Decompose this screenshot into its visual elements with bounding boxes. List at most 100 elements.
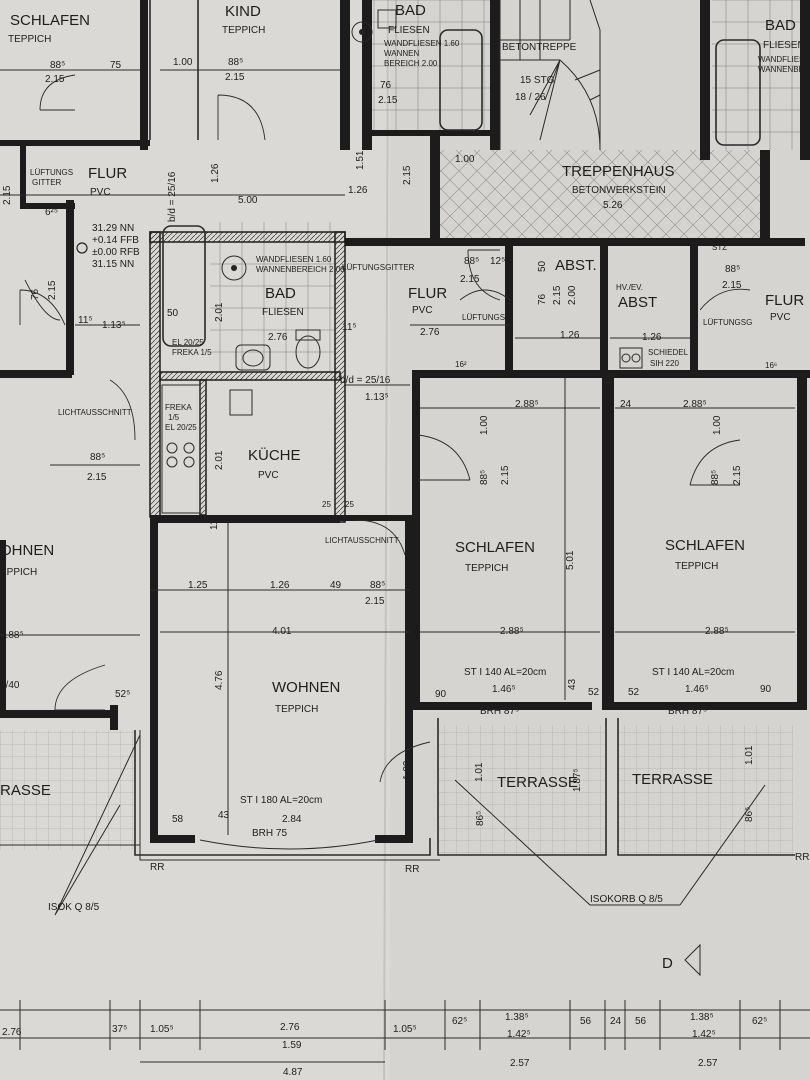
dim: 43 bbox=[218, 810, 230, 821]
dim: 58 bbox=[172, 814, 184, 825]
room-bad-top-floor: FLIESEN bbox=[388, 25, 430, 36]
dim: 1.46⁵ bbox=[492, 684, 516, 695]
dim: 6²⁵ bbox=[45, 207, 58, 218]
paper-fold bbox=[383, 0, 389, 1080]
dim-bottom: 62⁵ bbox=[752, 1016, 767, 1027]
dim: 88⁵ bbox=[370, 580, 385, 591]
room-flur-right-floor: PVC bbox=[770, 312, 791, 323]
dim: 4.01 bbox=[272, 626, 292, 637]
dim: 2.01 bbox=[214, 450, 225, 470]
room-bad-right-top-floor: FLIESEN bbox=[763, 40, 805, 51]
dim: 2.76 bbox=[268, 332, 288, 343]
dim: 1.51 bbox=[355, 150, 366, 170]
treppenhaus-floor bbox=[440, 150, 760, 240]
label-lueftung-2: LÜFTUNGSGITTER bbox=[342, 263, 415, 272]
room-bad-mid-note2: WANNENBEREICH 2.00 bbox=[256, 265, 345, 274]
label-schiedel: SCHIEDEL bbox=[648, 348, 689, 357]
dim: 16² bbox=[455, 360, 467, 369]
dim: 2.15 bbox=[722, 280, 742, 291]
dim: 2.88⁵ bbox=[683, 399, 707, 410]
label-st-schlafen-mid: ST I 140 AL=20cm bbox=[464, 667, 546, 678]
level-marker bbox=[76, 242, 88, 254]
room-schlafen-mid-floor: TEPPICH bbox=[465, 563, 508, 574]
dim: 2.15 bbox=[500, 465, 511, 485]
dim: 52 bbox=[588, 687, 600, 698]
dim: 52 bbox=[628, 687, 640, 698]
dim: 88⁵ bbox=[50, 60, 65, 71]
dim: 25 bbox=[322, 500, 331, 509]
dim: 2.84 bbox=[282, 814, 302, 825]
dim: 24 bbox=[620, 399, 632, 410]
label-isokorb-mid: ISOKORB Q 8/5 bbox=[590, 894, 663, 905]
dim-bottom: 56 bbox=[580, 1016, 592, 1027]
room-wohnen: WOHNEN bbox=[272, 679, 340, 696]
label-brh-right: BRH 87⁵ bbox=[668, 706, 707, 717]
dim-bottom: 56 bbox=[635, 1016, 647, 1027]
room-abst-1: ABST. bbox=[555, 257, 597, 274]
label-brh-wohnen: BRH 75 bbox=[252, 828, 287, 839]
dim: 2.88⁵ bbox=[515, 399, 539, 410]
dim: 2.00 bbox=[567, 285, 578, 305]
dim: 1.01 bbox=[474, 762, 485, 782]
dim: 49 bbox=[330, 580, 342, 591]
dim: 1.00 bbox=[173, 57, 193, 68]
terrasse-right-grid bbox=[618, 725, 793, 855]
room-kueche-floor: PVC bbox=[258, 470, 279, 481]
room-bad-top-note2: WANNEN bbox=[384, 49, 419, 58]
room-flur-mid: FLUR bbox=[408, 285, 447, 302]
room-abst-2: ABST bbox=[618, 294, 657, 311]
dim: 2.88⁵ bbox=[705, 626, 729, 637]
dim-bottom: 62⁵ bbox=[452, 1016, 467, 1027]
dim: 2.15 bbox=[732, 465, 743, 485]
bad-right-tiles bbox=[712, 0, 800, 150]
dim: 1.00 bbox=[479, 415, 490, 435]
dim: 3.88⁵ bbox=[0, 630, 24, 641]
bad-mid-tiles bbox=[210, 222, 334, 372]
room-bad-right-top-note2: WANNENBEREICH bbox=[758, 65, 810, 74]
dim: 5.00 bbox=[238, 195, 258, 206]
dim: 76 bbox=[537, 293, 548, 305]
dim-bottom: 1.42⁵ bbox=[507, 1029, 531, 1040]
dim: 2.76 bbox=[420, 327, 440, 338]
label-isokorb-left: ISOK Q 8/5 bbox=[48, 902, 100, 913]
room-terrasse-left: RASSE bbox=[0, 782, 51, 799]
dim: 2.88⁵ bbox=[500, 626, 524, 637]
room-schlafen-right: SCHLAFEN bbox=[665, 537, 745, 554]
label-brh-mid: BRH 87⁵ bbox=[480, 706, 519, 717]
label-stz-2: STZ bbox=[712, 243, 727, 252]
dim: 1.09 bbox=[402, 760, 413, 780]
room-wohnen-left-floor: EPPICH bbox=[0, 567, 37, 578]
dim: 12⁵ bbox=[490, 256, 505, 267]
dim: 1.26 bbox=[642, 332, 662, 343]
label-bd-1: b/d = 25/16 bbox=[167, 171, 178, 222]
room-treppenhaus: TREPPENHAUS bbox=[562, 163, 675, 180]
label-bd-2: b/d = 25/16 bbox=[340, 375, 391, 386]
dim: 1.01 bbox=[744, 745, 755, 765]
room-kind: KIND bbox=[225, 3, 261, 20]
dim: 76 bbox=[30, 288, 41, 300]
room-bad-mid: BAD bbox=[265, 285, 296, 302]
dim: 1.26 bbox=[270, 580, 290, 591]
dim-bottom: 2.76 bbox=[280, 1022, 300, 1033]
dim-bottom: 1.38⁵ bbox=[690, 1012, 714, 1023]
label-stz-1: STZ bbox=[463, 237, 478, 246]
level-3: ±0.00 RFB bbox=[92, 247, 140, 258]
dim: 1.00 bbox=[712, 415, 723, 435]
dim: 2.15 bbox=[402, 165, 413, 185]
label-rr-1: RR bbox=[150, 862, 164, 873]
room-terrasse-mid: TERRASSE bbox=[497, 774, 578, 791]
room-bad-right-top-note: WANDFLIESEN 1.60 bbox=[758, 55, 810, 64]
dim: 1.46⁵ bbox=[685, 684, 709, 695]
level-4: 31.15 NN bbox=[92, 259, 134, 270]
label-hv-ev: HV./EV. bbox=[616, 283, 643, 292]
dim-bottom: 1.05⁵ bbox=[150, 1024, 174, 1035]
room-kueche: KÜCHE bbox=[248, 446, 301, 464]
label-betontreppe: BETONTREPPE bbox=[502, 42, 577, 53]
dim: 1.87⁵ bbox=[572, 768, 583, 792]
dim: 90 bbox=[760, 684, 772, 695]
dim-bottom: 4.87 bbox=[283, 1067, 303, 1078]
dim: 2.15 bbox=[460, 274, 480, 285]
room-flur-top: FLUR bbox=[88, 165, 127, 182]
room-flur-mid-floor: PVC bbox=[412, 305, 433, 316]
